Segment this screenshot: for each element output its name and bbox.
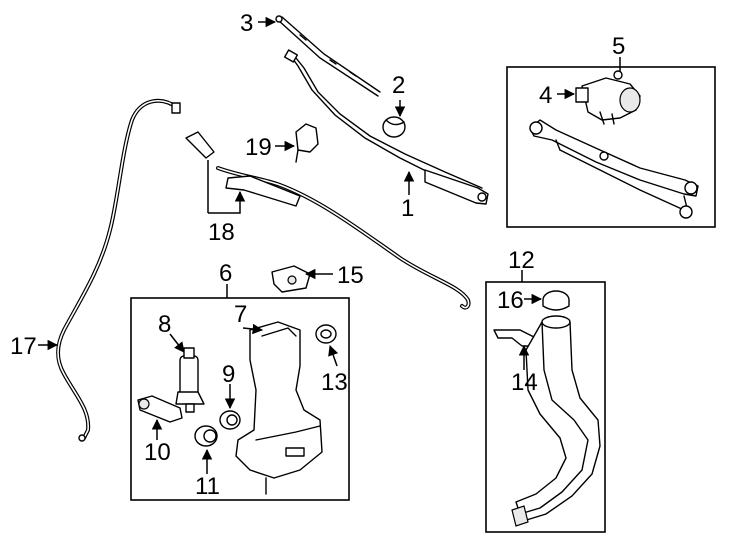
callout-5: 5 (612, 33, 625, 60)
callout-16: 16 (497, 287, 524, 314)
wiper-linkage (529, 119, 699, 219)
pivot-cap (382, 116, 406, 138)
wiper-arm (283, 49, 489, 205)
filler-cap (542, 290, 570, 311)
callout-8: 8 (158, 311, 171, 338)
pump-grommet (315, 324, 337, 344)
hose-bracket (271, 265, 311, 293)
washer-nozzle (295, 123, 319, 163)
callout-15: 15 (337, 262, 364, 289)
reservoir-box (130, 297, 350, 501)
callout-4: 4 (539, 82, 552, 109)
wiper-blade (275, 15, 381, 97)
callout-13: 13 (321, 369, 348, 396)
level-sensor-seal (194, 425, 218, 447)
callout-2: 2 (392, 72, 405, 99)
callout-1: 1 (401, 195, 414, 222)
pump-seal (219, 410, 241, 430)
callout-12: 12 (508, 247, 535, 274)
motor-linkage-box (506, 66, 716, 228)
callout-9: 9 (222, 361, 235, 388)
callout-7: 7 (234, 301, 247, 328)
washer-hose-long (56, 98, 181, 442)
wiper-motor (575, 70, 641, 125)
callout-6: 6 (219, 260, 232, 287)
washer-pump (175, 347, 205, 413)
callout-14: 14 (511, 369, 538, 396)
callout-19: 19 (245, 134, 272, 161)
callout-11: 11 (195, 473, 220, 500)
filler-neck (511, 315, 601, 527)
washer-reservoir (235, 321, 323, 495)
filler-neck-box (485, 281, 606, 533)
callout-18: 18 (208, 219, 235, 246)
pump-connector (137, 395, 183, 423)
callout-3: 3 (240, 10, 253, 37)
callout-17: 17 (10, 333, 37, 360)
callout-10: 10 (144, 439, 171, 466)
